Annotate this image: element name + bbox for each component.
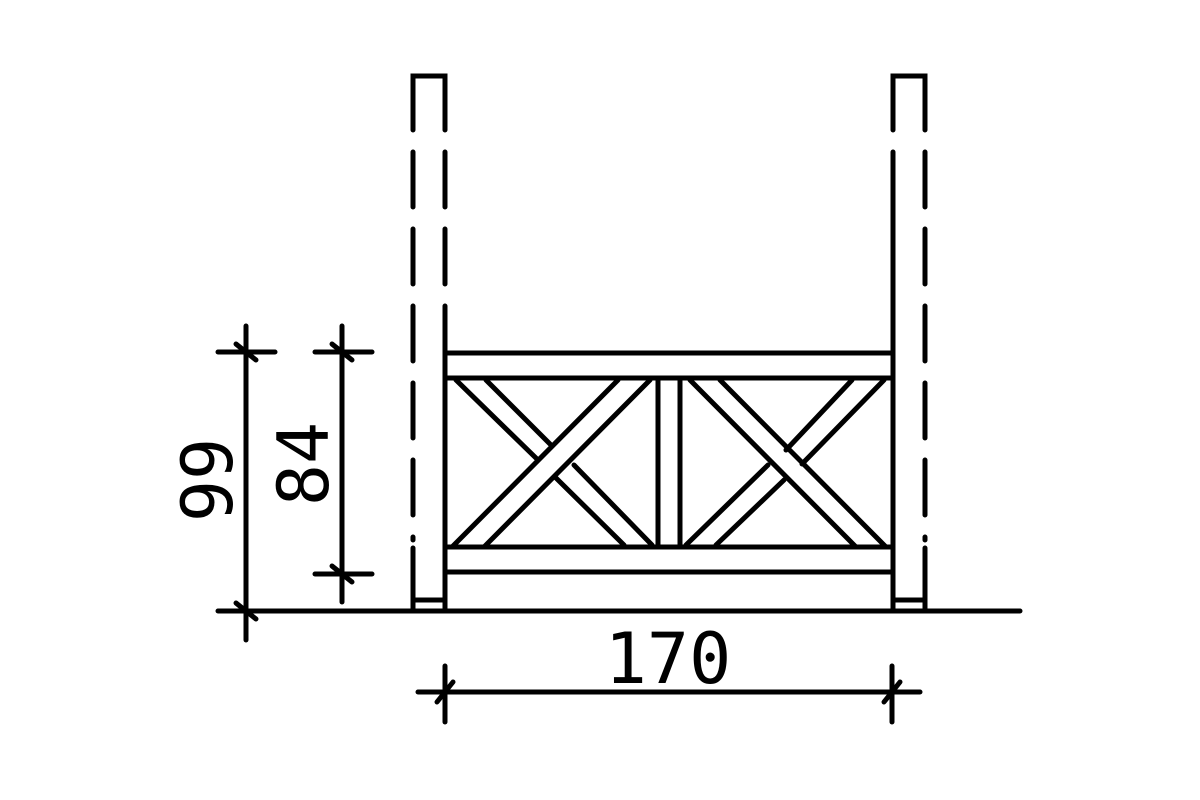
center-baluster <box>655 375 683 550</box>
dimension-label-99: 99 <box>167 438 249 522</box>
dimension-99: 99 <box>167 323 278 643</box>
right-cross-brace <box>683 377 889 550</box>
dimension-label-170: 170 <box>605 618 731 700</box>
dimension-label-84: 84 <box>263 422 345 506</box>
dimension-84: 84 <box>263 323 375 605</box>
left-cross-brace <box>449 377 655 550</box>
right-post <box>890 73 928 614</box>
top-rail <box>442 350 896 381</box>
bottom-rail <box>442 544 896 575</box>
dimension-170: 170 <box>415 618 923 725</box>
left-post <box>410 73 448 614</box>
